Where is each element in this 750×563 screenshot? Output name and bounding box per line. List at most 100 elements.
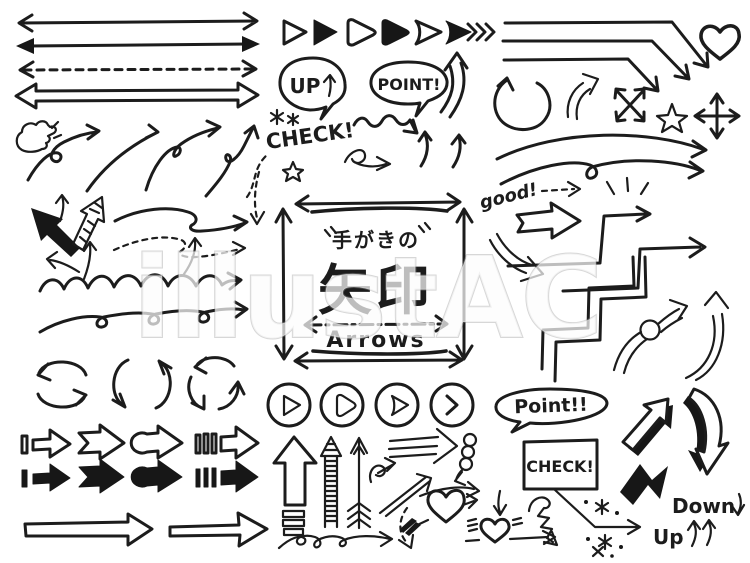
dashed-s-arrow-icon [112,236,247,259]
loop-de-loop-arrow-icon [38,300,249,334]
dashed-down-arrow-icon [249,170,266,226]
curved-arrow-ne-hollow-icon [566,72,600,121]
play-circle-triangle-icon [266,382,312,428]
circle-loop-arrow-icon [493,76,552,131]
bent-arrow-2-icon [501,39,691,81]
heart-line-arrow-icon [464,516,557,546]
big-outline-up-arrow-icon [272,435,318,537]
bold-black-arrow-nw-icon [31,208,80,257]
arrow-3d-curved-down-icon [683,387,730,476]
shallow-arc-arrow-icon [418,480,481,499]
heart-icon [699,24,742,61]
emphasis-ticks-icon [605,176,650,196]
double-arrow-dashed-icon [18,59,258,79]
connector-arrow-icon [553,488,642,536]
feather-arrow-up-icon [346,436,372,530]
arc-arrow-nw-icon [45,250,81,274]
block-arrow-bar-outline-icon [20,428,72,459]
small-down-arrow-icon [492,489,508,517]
bent-arrow-3-icon [502,57,660,93]
small-up-arrow-icon [54,193,70,223]
block-arrow-rounded-outline-icon [129,424,184,460]
step-arrow-2-icon [561,236,707,293]
squiggle-zigzag-arrow-icon [527,496,559,547]
block-arrow-notched-filled-icon [78,458,125,494]
cross-x-arrows-icon [613,87,646,123]
point-bubble-label: POINT! [378,75,441,94]
up-bubble-label: UP [290,74,321,98]
rotate-arrows-2-icon [111,358,173,410]
good-note: good! [478,179,540,214]
triangle-notched-outline-icon [414,19,443,46]
scalloped-arrow-icon [38,271,243,293]
triple-line-arrow-icon [387,427,459,465]
down-note: Down [672,492,746,518]
point2-speech-bubble: Point!! [494,387,609,434]
small-curved-up-arrow-2-icon [450,133,467,169]
curved-up-arrow-hollow-icon [439,51,469,119]
loop-hollow-arrow-ne-icon [612,298,689,375]
double-arrow-hollow-icon [14,81,260,110]
triangle-rounded-filled-icon [381,19,410,46]
pointing-hand-icon [15,120,63,153]
down-note-arrow-icon [730,492,746,517]
asterisk-dots-lower-icon [586,533,623,551]
watermark: illustAC [133,234,601,364]
staircase-lines-icon [540,255,648,383]
four-way-arrow-icon [693,92,741,140]
block-arrow-rounded-filled-icon [130,459,183,493]
dashdot-double-arrow-icon [303,314,449,334]
star-outline-icon [655,102,689,134]
double-hump-arrow-icon [144,119,222,192]
triangle-notched-filled-icon [445,20,472,45]
loop-curve-arrow-1-icon [26,123,101,182]
corkscrew-arrow-icon [453,432,478,487]
curved-hollow-arrow-se-icon [488,232,545,283]
point-speech-bubble: POINT! [369,60,449,118]
long-arc-arrow-1-icon [495,133,708,161]
loop-swoosh-arrow-icon [343,149,392,172]
up-note-arrows-icon [686,518,717,548]
down-note-label: Down [672,494,735,518]
curve-arrow-2-icon [85,123,160,193]
rotate-arrows-1-icon [36,360,88,409]
triangle-filled-icon [313,19,338,46]
dashed-elbow-line-icon [245,152,270,199]
squiggle-arrow-icon [352,114,419,135]
bent-arrow-1-icon [503,20,710,69]
block-arrow-triplebar-outline-icon [194,425,260,460]
triangle-rounded-outline-icon [346,18,377,47]
asterisk-dots-upper-icon [584,498,619,516]
ladder-arrow-up-icon [319,435,343,529]
thin-up-arrow-2-icon [82,240,98,281]
double-arrow-solid-heads-icon [16,36,260,54]
long-arc-arrow-2-icon [499,159,705,186]
main-title: 矢印 [318,259,434,322]
check-box: CHECK! [522,438,599,491]
block-arrow-notched-outline-icon [77,423,126,461]
play-circle-notched-icon [374,382,420,428]
dashed-point-arrow-icon [540,180,582,198]
small-curved-up-arrow-1-icon [417,130,433,168]
sketch-diagonal-arrow-icon [378,472,433,518]
step-arrow-1-icon [506,205,652,268]
play-circle-chevron-icon [429,382,475,428]
wavy-s-arrow-icon [113,207,249,233]
striped-arrow-ne-icon [71,195,106,252]
triple-chevron-icon [466,22,496,42]
c-curve-hollow-arrow-icon [684,290,730,382]
title-subtitle: Arrows [326,328,425,353]
long-outline-arrow-1-icon [23,512,154,547]
up-speech-bubble: UP [278,56,347,121]
up-note: Up [653,518,717,549]
block-arrow-outline-right-icon [515,201,582,240]
loopy-arrow-bottom-icon [277,530,394,550]
small-curl-arrow-icon [368,456,397,484]
up-note-label: Up [653,525,684,549]
long-outline-arrow-2-icon [168,511,269,548]
title-frame [274,192,474,370]
double-arrow-line-icon [17,11,259,33]
dashed-curve-down-arrow-icon [397,506,415,550]
